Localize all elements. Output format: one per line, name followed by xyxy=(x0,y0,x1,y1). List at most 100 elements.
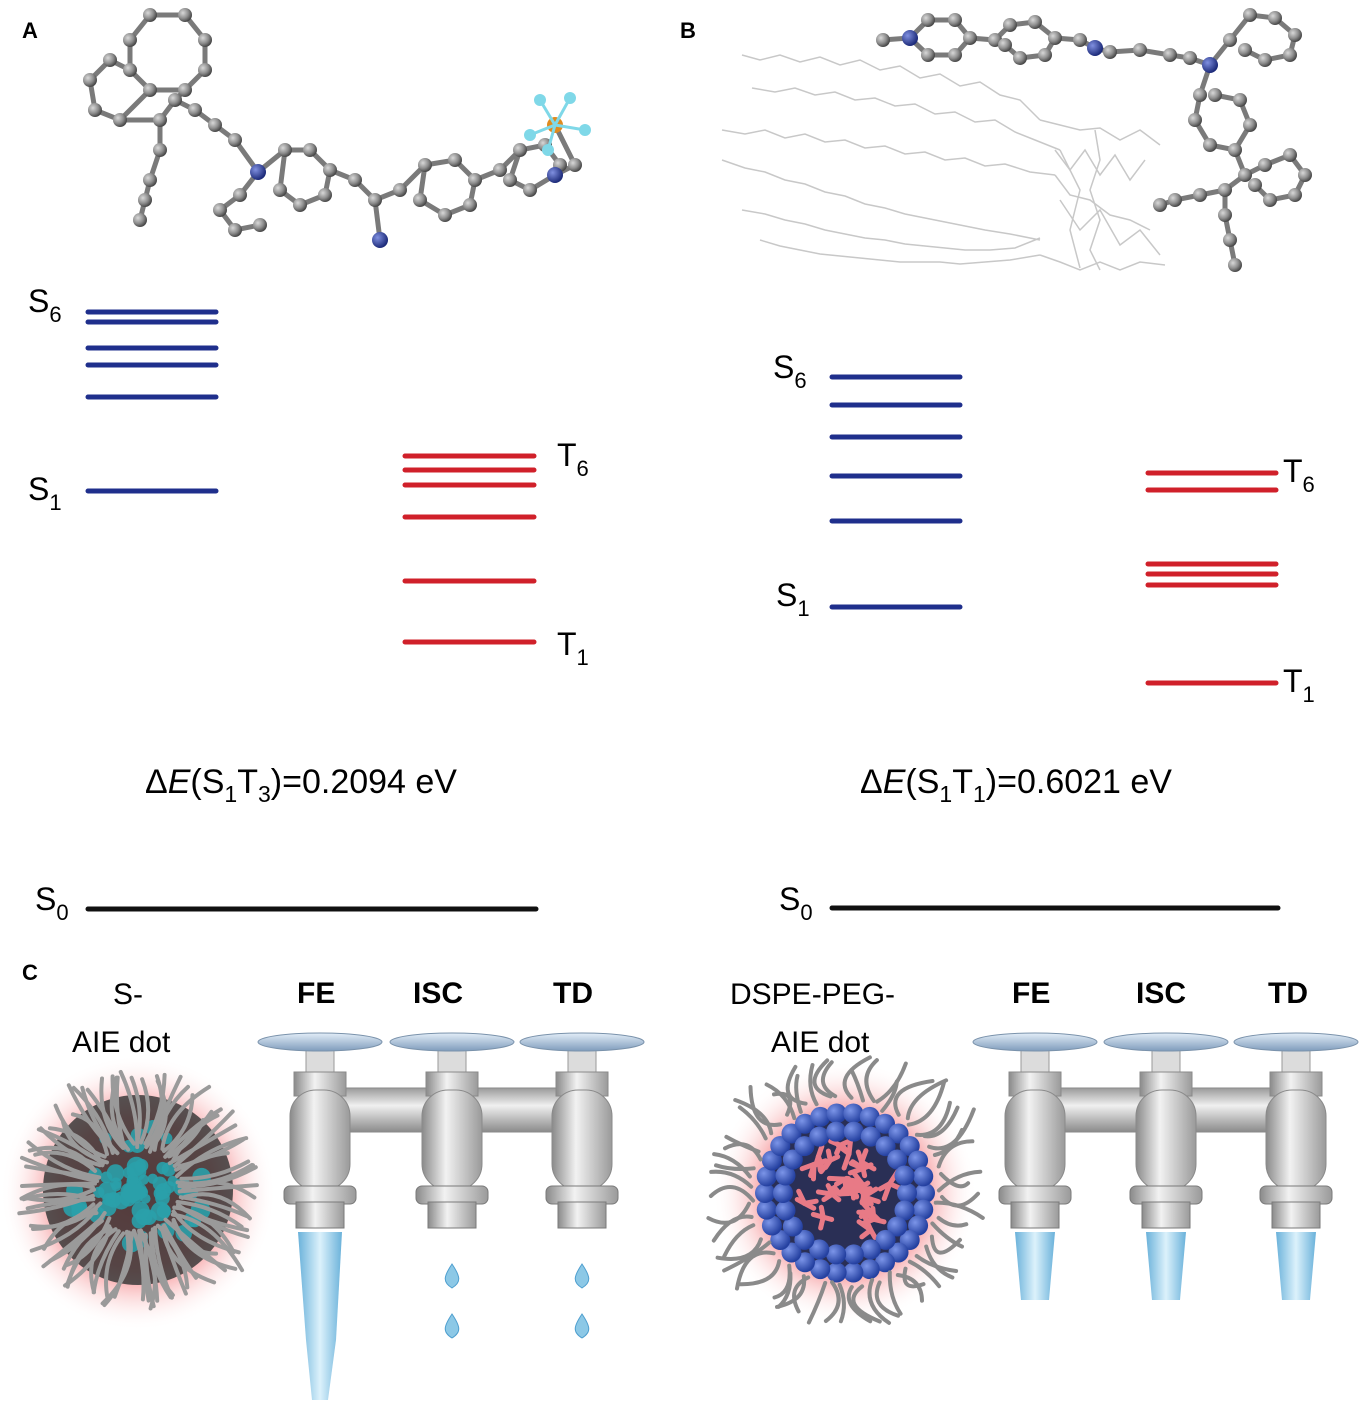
shell-bead xyxy=(875,1229,896,1250)
atom xyxy=(143,173,157,187)
atom xyxy=(1243,118,1257,132)
polymer-chain xyxy=(24,1187,96,1203)
atom xyxy=(153,143,167,157)
core-molecule xyxy=(815,1143,825,1159)
polymer-chain xyxy=(785,1064,808,1106)
core-cluster xyxy=(111,1181,122,1192)
label-s0-b: S0 xyxy=(779,881,813,925)
polymer-chain xyxy=(842,1055,872,1100)
shell-bead xyxy=(756,1166,777,1187)
polymer-chain xyxy=(29,1207,98,1253)
polymer-chain xyxy=(875,1061,908,1104)
panel-letter-c: C xyxy=(22,960,38,985)
shell-bead xyxy=(810,1259,831,1280)
atom xyxy=(1283,148,1297,162)
shell-bead xyxy=(894,1165,915,1186)
atom xyxy=(250,164,266,180)
polymer-chain xyxy=(722,1223,756,1259)
polymer-chain xyxy=(929,1234,962,1255)
core-cluster xyxy=(156,1204,171,1219)
polymer-chain xyxy=(712,1152,752,1179)
atom xyxy=(418,158,432,172)
polymer-chain xyxy=(102,1229,131,1307)
polymer-chain xyxy=(155,1223,190,1290)
shell-bead xyxy=(794,1229,815,1250)
energy-gap-b: ΔE(S1T1)=0.6021 eV xyxy=(860,763,1172,807)
core-molecule xyxy=(821,1191,835,1203)
atom xyxy=(1218,208,1232,222)
atom xyxy=(579,124,591,136)
polymer-chain xyxy=(172,1205,236,1255)
atom xyxy=(1028,15,1042,29)
polymer-chain xyxy=(772,1263,792,1300)
polymer-chain xyxy=(738,1259,782,1287)
shell-bead xyxy=(887,1216,908,1237)
polymer-chain xyxy=(17,1193,95,1216)
polymer-chain xyxy=(167,1123,238,1166)
water-drop xyxy=(444,1263,460,1289)
atom xyxy=(876,33,890,47)
polymer-chain xyxy=(914,1100,952,1137)
shell-bead xyxy=(826,1121,847,1142)
atom xyxy=(1153,198,1167,212)
polymer-chain xyxy=(823,1280,841,1323)
triplet-levels-b xyxy=(1145,470,1279,686)
atom xyxy=(1268,11,1282,25)
core-cluster xyxy=(126,1173,139,1186)
faucet xyxy=(519,1032,645,1339)
atom xyxy=(1228,258,1242,272)
dspe-peg-aie-dot-illustration xyxy=(706,1055,985,1325)
shell-bead xyxy=(859,1259,880,1280)
faucet xyxy=(257,1032,383,1400)
water-drop xyxy=(574,1313,590,1339)
polymer-chain xyxy=(794,1073,803,1114)
polymer-chain xyxy=(905,1078,949,1121)
atom xyxy=(1298,168,1312,182)
atom xyxy=(323,163,337,177)
atom xyxy=(1103,45,1117,59)
core-molecule xyxy=(831,1184,843,1197)
shell-bead xyxy=(782,1149,803,1170)
atom xyxy=(1288,188,1302,202)
atom xyxy=(1163,48,1177,62)
shell-bead xyxy=(809,1126,830,1147)
water-stream xyxy=(1015,1232,1055,1300)
atom xyxy=(1133,43,1147,57)
core-molecule xyxy=(796,1188,808,1206)
tap-label-fe-left: FE xyxy=(297,977,335,1010)
shell-bead xyxy=(810,1106,831,1127)
core-molecule xyxy=(859,1227,874,1240)
polymer-chain xyxy=(846,1285,873,1324)
polymer-chain xyxy=(733,1098,774,1136)
polymer-chain xyxy=(170,1212,245,1273)
faucet-assembly-right xyxy=(972,1032,1359,1300)
polymer-chain xyxy=(132,1228,146,1302)
atom xyxy=(1073,33,1087,47)
faucet-handle xyxy=(972,1032,1098,1052)
atom xyxy=(1193,188,1207,202)
atom xyxy=(564,92,576,104)
core-molecule xyxy=(820,1214,835,1222)
polymer-chain xyxy=(933,1200,985,1220)
polymer-chain xyxy=(53,1103,107,1159)
panel-letter-b: B xyxy=(680,18,696,43)
atom xyxy=(921,48,935,62)
polymer-chain xyxy=(31,1202,96,1231)
atom xyxy=(123,63,137,77)
atom xyxy=(1263,193,1277,207)
atom xyxy=(1283,48,1297,62)
shell-bead xyxy=(843,1103,864,1124)
dot-label-left-line1: S- xyxy=(113,978,143,1011)
atom xyxy=(372,232,388,248)
atom xyxy=(278,143,292,157)
molecule-atoms-b xyxy=(876,8,1312,272)
energy-diagram-b xyxy=(829,374,1281,911)
polymer-chain xyxy=(737,1105,768,1141)
polymer-chain xyxy=(936,1139,975,1169)
polymer-chain xyxy=(820,1060,838,1099)
shell-bead xyxy=(843,1262,864,1283)
shell-bead xyxy=(915,1183,935,1203)
polymer-chain xyxy=(61,1120,109,1165)
atom xyxy=(963,31,977,45)
atom xyxy=(303,143,317,157)
